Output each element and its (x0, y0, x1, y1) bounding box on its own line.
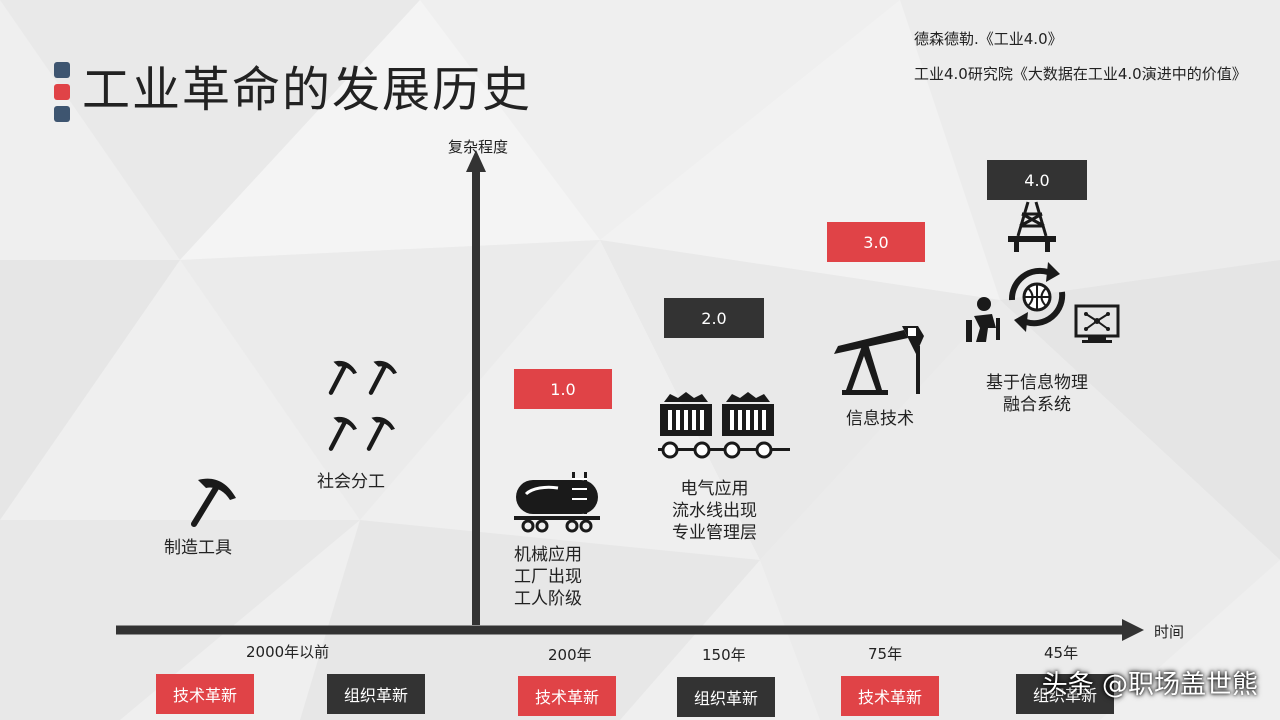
stage-line: 专业管理层 (672, 523, 757, 543)
stage-line: 工厂出现 (514, 567, 582, 587)
tag-tech-innovation: 技术革新 (841, 676, 939, 716)
stage-line: 电气应用 (680, 479, 749, 499)
time-label: 150年 (702, 646, 746, 664)
tag-org-innovation: 组织革新 (1016, 674, 1114, 714)
title-decoration (54, 62, 70, 128)
title-mark-red (54, 84, 70, 100)
reference-2: 工业4.0研究院《大数据在工业4.0演进中的价值》 (914, 65, 1247, 83)
tag-tech-innovation: 技术革新 (156, 674, 254, 714)
reference-1: 德森德勒.《工业4.0》 (914, 30, 1063, 48)
pump-jack-icon (834, 326, 924, 395)
stage-text-1: 机械应用 工厂出现 工人阶级 (514, 544, 582, 610)
coal-carts-icon (658, 392, 790, 459)
stage-line: 工人阶级 (514, 589, 582, 609)
time-label: 75年 (868, 645, 903, 663)
version-badge-4: 4.0 (987, 160, 1087, 200)
version-badge-1: 1.0 (514, 369, 612, 409)
time-label: 45年 (1044, 644, 1079, 662)
stage-line: 流水线出现 (672, 501, 757, 521)
stage-line: 信息技术 (846, 409, 914, 429)
title-mark-slate (54, 62, 70, 78)
stage-label-division: 社会分工 (317, 472, 385, 492)
watermark: 头条 @职场盖世熊 (1041, 670, 1258, 700)
tank-car-icon (514, 472, 600, 533)
x-axis-label: 时间 (1154, 623, 1185, 641)
title-mark-slate (54, 106, 70, 122)
tag-org-innovation: 组织革新 (677, 677, 775, 717)
y-axis-label: 复杂程度 (448, 138, 509, 156)
page-title: 工业革命的发展历史 (82, 62, 533, 118)
tag-org-innovation: 组织革新 (327, 674, 425, 714)
version-badge-3: 3.0 (827, 222, 925, 262)
stage-text-4: 基于信息物理 融合系统 (986, 372, 1088, 416)
version-badge-2: 2.0 (664, 298, 764, 338)
stage-label-tools: 制造工具 (164, 538, 232, 558)
stage-text-2: 电气应用 流水线出现 专业管理层 (672, 478, 757, 544)
time-label: 2000年以前 (246, 643, 330, 661)
stage-line: 基于信息物理 (986, 373, 1088, 393)
stage-text-3: 信息技术 (846, 408, 914, 430)
tag-tech-innovation: 技术革新 (518, 676, 616, 716)
hammer-icon (191, 478, 236, 527)
stage-line: 融合系统 (1003, 395, 1071, 415)
time-label: 200年 (548, 646, 592, 664)
stage-line: 机械应用 (514, 545, 582, 565)
hammers-icon (328, 360, 397, 451)
cyber-physical-icon (966, 201, 1120, 343)
